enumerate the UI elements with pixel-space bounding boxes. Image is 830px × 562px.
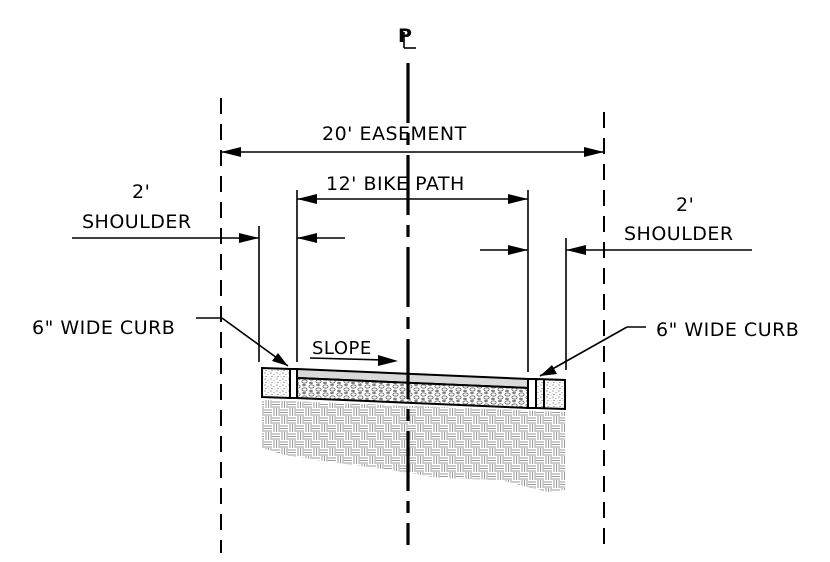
right-curb-edge <box>527 378 537 409</box>
soil-subgrade <box>262 400 565 492</box>
property-line-symbol: P <box>398 25 416 49</box>
svg-text:P: P <box>398 25 412 47</box>
right-shoulder-label: SHOULDER <box>624 223 734 245</box>
bike-path-label: 12' BIKE PATH <box>326 173 465 195</box>
right-shoulder-width: 2' <box>676 194 694 216</box>
right-curb-leader <box>539 326 646 377</box>
left-curb <box>261 366 291 400</box>
easement-label: 20' EASEMENT <box>322 123 467 145</box>
left-shoulder-label: SHOULDER <box>82 211 192 233</box>
left-curb-label: 6" WIDE CURB <box>32 317 175 339</box>
left-shoulder-dimension <box>72 226 345 362</box>
left-shoulder-width: 2' <box>132 181 150 203</box>
left-curb-edge <box>289 368 298 399</box>
bike-path-dimension <box>296 190 529 372</box>
right-curb <box>535 377 566 411</box>
slope-label: SLOPE <box>312 338 372 359</box>
easement-dimension <box>221 147 604 157</box>
right-curb-label: 6" WIDE CURB <box>656 319 799 341</box>
slope-arrow <box>309 355 398 366</box>
left-curb-leader <box>196 317 289 367</box>
right-shoulder-dimension <box>480 238 752 370</box>
